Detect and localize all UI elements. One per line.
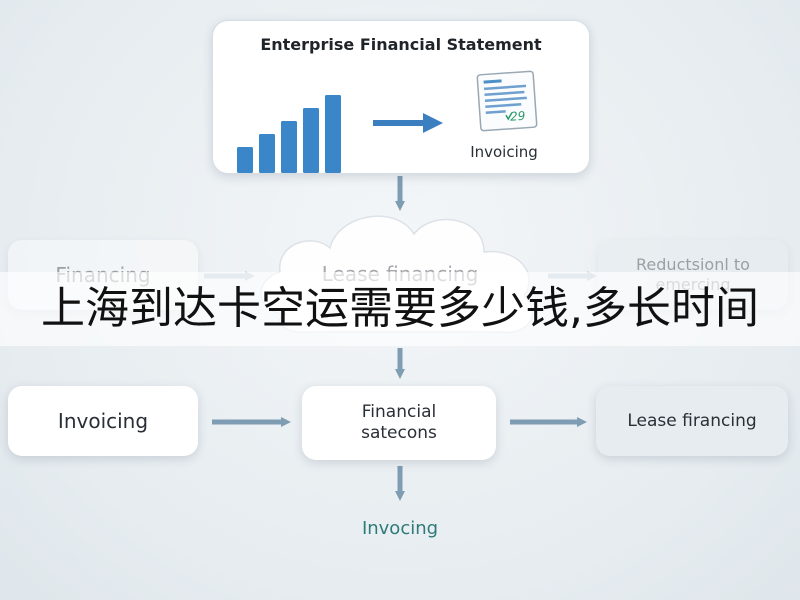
title-banner bbox=[0, 272, 800, 346]
financial-statement-box: Financial satecons bbox=[302, 386, 496, 460]
document-number: 29 bbox=[510, 109, 526, 124]
arrow-right-icon bbox=[373, 113, 443, 133]
enterprise-statement-box: Enterprise Financial Statement 29 Invoic… bbox=[212, 20, 590, 174]
bar-chart-bar bbox=[259, 134, 275, 173]
bar-chart-bar bbox=[325, 95, 341, 173]
bar-chart-icon bbox=[237, 95, 341, 173]
banner-title: 上海到达卡空运需要多少钱,多长时间 bbox=[41, 283, 759, 334]
lease-financing-box: Lease firancing bbox=[596, 386, 788, 456]
bar-chart-bar bbox=[237, 147, 253, 173]
lease-financing-box-label: Lease firancing bbox=[627, 411, 757, 431]
financial-statement-label: Financial satecons bbox=[361, 402, 437, 444]
top-box-title: Enterprise Financial Statement bbox=[260, 35, 542, 54]
bar-chart-bar bbox=[281, 121, 297, 173]
statement-label-line1: Financial bbox=[361, 402, 437, 422]
bar-chart-bar bbox=[303, 108, 319, 173]
bottom-invoicing-label: Invocing bbox=[361, 518, 439, 539]
invoicing-label: Invoicing bbox=[57, 409, 149, 433]
statement-label-line2: satecons bbox=[361, 423, 437, 443]
reduction-label-line1: Reductsionl to bbox=[636, 255, 750, 274]
top-box-caption: Invoicing bbox=[470, 143, 538, 161]
document-icon: 29 bbox=[476, 70, 538, 132]
invoicing-box: Invoicing bbox=[8, 386, 198, 456]
